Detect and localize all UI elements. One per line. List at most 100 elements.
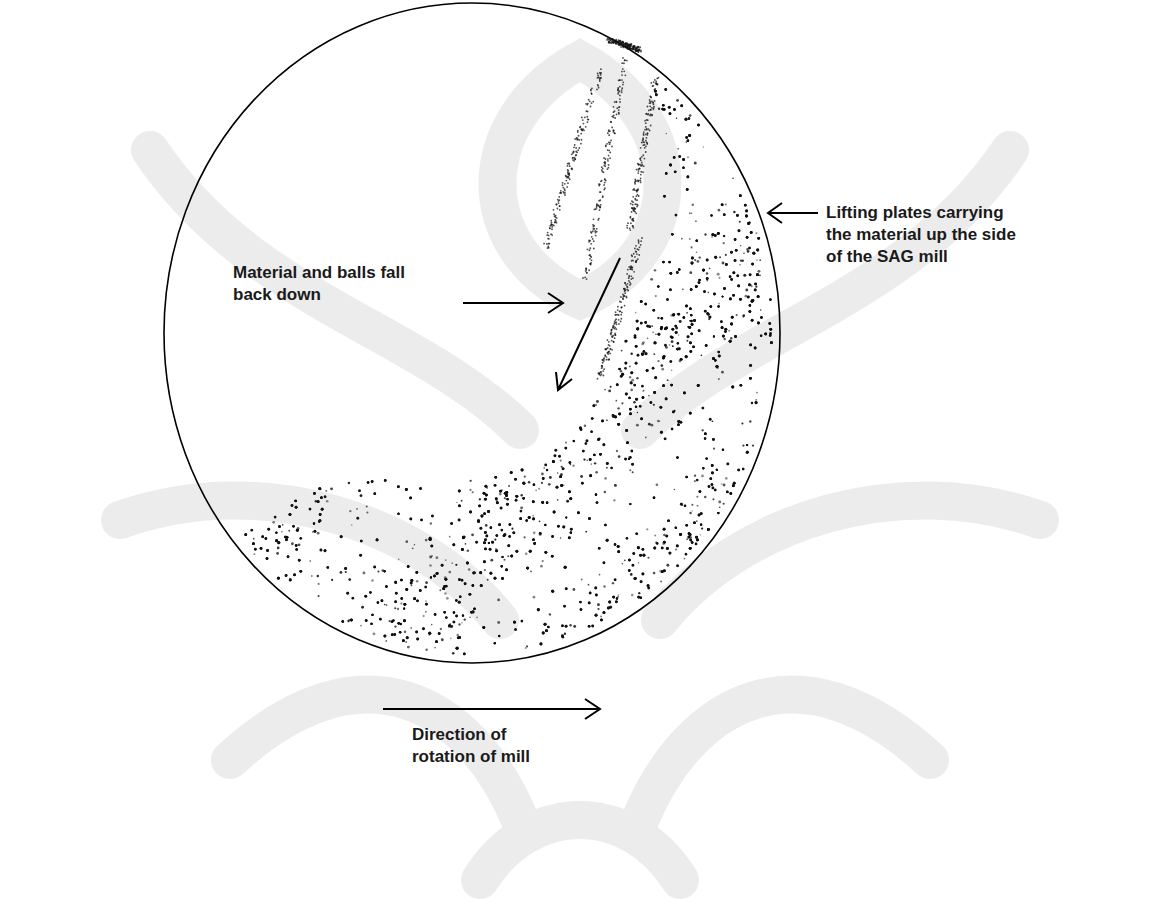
charge-dot (277, 547, 280, 550)
charge-dot (654, 534, 656, 536)
charge-dot (471, 533, 474, 536)
charge-dot (312, 531, 314, 533)
charge-dot (689, 271, 692, 274)
charge-dot (663, 534, 666, 537)
charge-dot (723, 503, 725, 505)
charge-dot (425, 611, 427, 613)
charge-dot (659, 420, 661, 422)
charge-dot (645, 437, 647, 439)
charge-dot (539, 521, 541, 523)
charge-dot (281, 531, 283, 533)
charge-dot (597, 608, 599, 610)
charge-dot (739, 221, 741, 223)
charge-dot (616, 450, 618, 452)
charge-dot (632, 471, 634, 473)
charge-dot (691, 213, 692, 214)
charge-dot (624, 367, 627, 370)
charge-dot (458, 623, 460, 625)
charge-dot (581, 579, 583, 581)
charge-dot (557, 472, 559, 474)
charge-dot (446, 597, 449, 600)
charge-dot (425, 648, 428, 651)
charge-dot (414, 544, 415, 545)
charge-dot (348, 482, 351, 485)
charge-dot (606, 419, 608, 421)
charge-dot (671, 370, 673, 372)
charge-dot (718, 209, 721, 212)
charge-dot (298, 543, 301, 546)
charge-dot (451, 562, 453, 564)
charge-dot (253, 553, 255, 555)
charge-dot (621, 350, 623, 352)
charge-dot (317, 532, 320, 535)
charge-dot (653, 353, 655, 355)
charge-dot (629, 376, 632, 379)
charge-dot (694, 161, 697, 164)
charge-dot (291, 542, 294, 545)
charge-dot (654, 269, 656, 271)
charge-dot (521, 494, 523, 496)
charge-dot (425, 581, 428, 584)
charge-dot (511, 528, 513, 530)
charge-dot (757, 270, 760, 273)
charge-dot (642, 341, 645, 344)
charge-dot (678, 334, 680, 336)
charge-dot (351, 524, 353, 526)
charge-dot (655, 295, 657, 297)
charge-dot (694, 480, 696, 482)
charge-dot (630, 573, 633, 576)
charge-dot (718, 378, 720, 380)
charge-dot (456, 634, 459, 637)
charge-dot (394, 625, 396, 627)
charge-dot (650, 278, 653, 281)
charge-dot (504, 497, 505, 498)
charge-dot (697, 505, 699, 507)
charge-dot (741, 422, 743, 424)
charge-dot (523, 536, 525, 538)
charge-dot (425, 539, 428, 542)
charge-dot (525, 552, 528, 555)
charge-dot (703, 146, 704, 147)
charge-dot (412, 547, 414, 549)
charge-dot (448, 571, 451, 574)
charge-dot (667, 379, 669, 381)
charge-dot (691, 504, 693, 506)
charge-dot (590, 463, 592, 465)
charge-dot (736, 314, 738, 316)
charge-dot (696, 251, 698, 253)
charge-dot (694, 259, 696, 261)
charge-dot (739, 264, 740, 265)
charge-dot (469, 489, 471, 491)
charge-dot (309, 560, 311, 562)
charge-dot (760, 309, 762, 311)
charge-dot (347, 620, 349, 622)
charge-dot (686, 312, 688, 314)
charge-dot (629, 366, 631, 368)
watermark-logo (120, 60, 1040, 880)
charge-dot (723, 484, 726, 487)
charge-dot (755, 232, 757, 234)
charge-dot (410, 627, 412, 629)
charge-dot (647, 338, 649, 340)
charge-dot (707, 292, 709, 294)
charge-dot (666, 564, 669, 567)
charge-dot (675, 548, 677, 550)
charge-dot (618, 594, 619, 595)
charge-dot (569, 624, 571, 626)
charge-dot (603, 585, 605, 587)
charge-dot (325, 490, 327, 492)
charge-dot (429, 564, 432, 567)
charge-dot (624, 559, 626, 561)
charge-dot (450, 637, 452, 639)
charge-dot (525, 647, 527, 649)
charge-dot (743, 252, 745, 254)
charge-dot (439, 589, 441, 591)
charge-dot (360, 494, 363, 497)
charge-dot (549, 476, 552, 479)
charge-dot (541, 473, 544, 476)
charge-dot (604, 477, 607, 480)
charge-dot (398, 559, 400, 561)
charge-dot (461, 622, 463, 624)
charge-dot (652, 331, 654, 333)
charge-dot (318, 583, 320, 585)
